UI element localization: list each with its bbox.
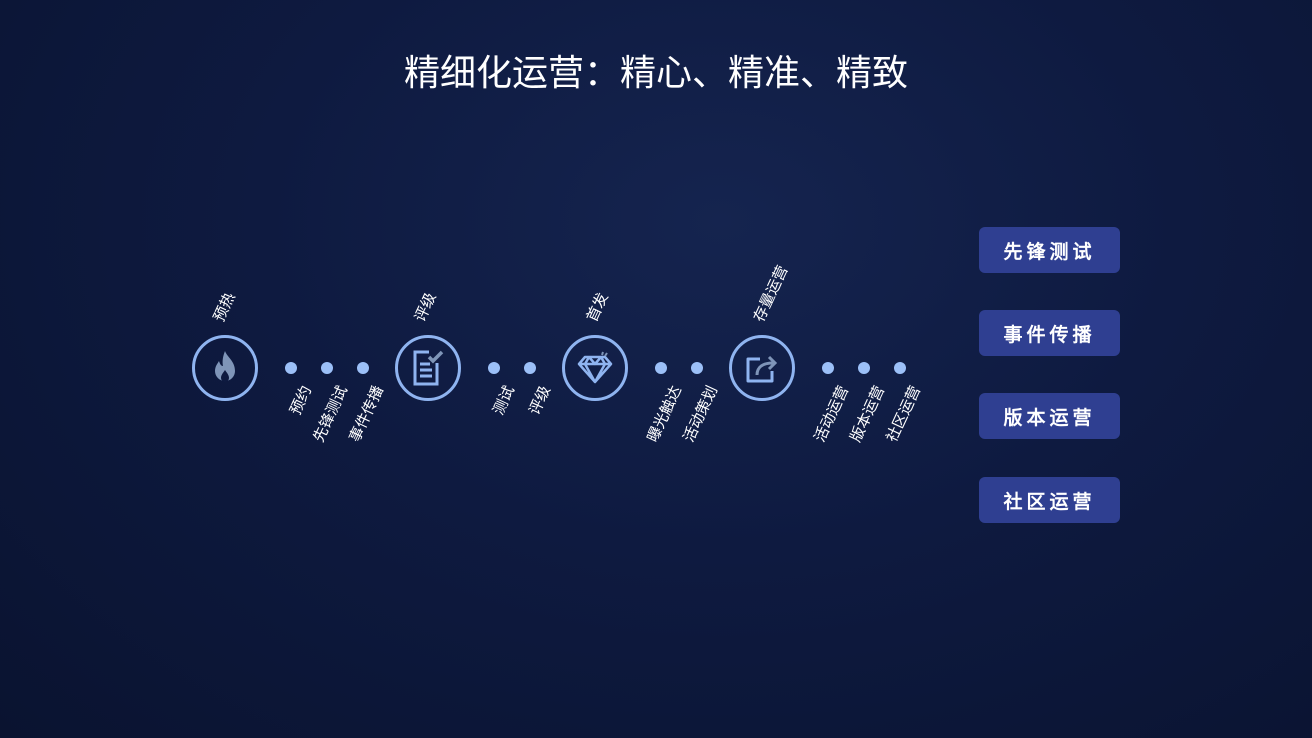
diamond-icon bbox=[577, 351, 613, 384]
sub-item-label: 评级 bbox=[525, 382, 555, 418]
document-check-icon bbox=[413, 350, 444, 386]
stage-label: 存量运营 bbox=[749, 262, 792, 325]
stage-label: 评级 bbox=[410, 289, 440, 325]
share-icon bbox=[746, 355, 778, 383]
stage-preheat-circle bbox=[192, 335, 258, 401]
event-spread-button[interactable]: 事件传播 bbox=[979, 310, 1120, 356]
flame-icon bbox=[215, 351, 235, 382]
timeline-dot bbox=[488, 362, 500, 374]
stage-label: 预热 bbox=[209, 289, 239, 325]
stage-rating-circle bbox=[395, 335, 461, 401]
sub-item-label: 预约 bbox=[286, 382, 316, 418]
version-ops-button[interactable]: 版本运营 bbox=[979, 393, 1120, 439]
timeline-dot bbox=[822, 362, 834, 374]
pioneer-test-button[interactable]: 先锋测试 bbox=[979, 227, 1120, 273]
timeline-dot bbox=[655, 362, 667, 374]
page-title: 精细化运营：精心、精准、精致 bbox=[403, 53, 908, 94]
stage-retention-circle bbox=[729, 335, 795, 401]
stage-launch-circle bbox=[562, 335, 628, 401]
community-ops-button[interactable]: 社区运营 bbox=[979, 477, 1120, 523]
timeline-dot bbox=[691, 362, 703, 374]
timeline-dot bbox=[321, 362, 333, 374]
timeline-dot bbox=[894, 362, 906, 374]
timeline-dot bbox=[524, 362, 536, 374]
timeline-dot bbox=[858, 362, 870, 374]
timeline-dot bbox=[357, 362, 369, 374]
timeline-dot bbox=[285, 362, 297, 374]
sub-item-label: 测试 bbox=[489, 382, 519, 418]
stage-label: 首发 bbox=[582, 289, 612, 325]
